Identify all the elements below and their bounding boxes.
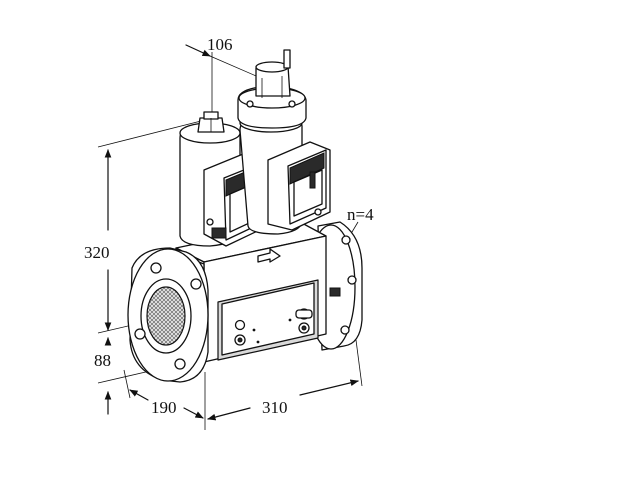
flow-arrow-icon — [257, 248, 281, 263]
dim-106-label: 106 — [207, 35, 233, 54]
dim-88-label: 88 — [94, 351, 111, 370]
solenoid-coil-right — [237, 49, 331, 235]
dim-320-label: 320 — [84, 243, 110, 262]
dim-190-label: 190 — [151, 398, 177, 417]
bolt-count-label: n=4 — [347, 205, 374, 224]
dimension-labels: 106 320 88 190 310 n=4 — [84, 35, 374, 417]
dim-310-label: 310 — [262, 398, 288, 417]
left-flange — [127, 247, 209, 383]
